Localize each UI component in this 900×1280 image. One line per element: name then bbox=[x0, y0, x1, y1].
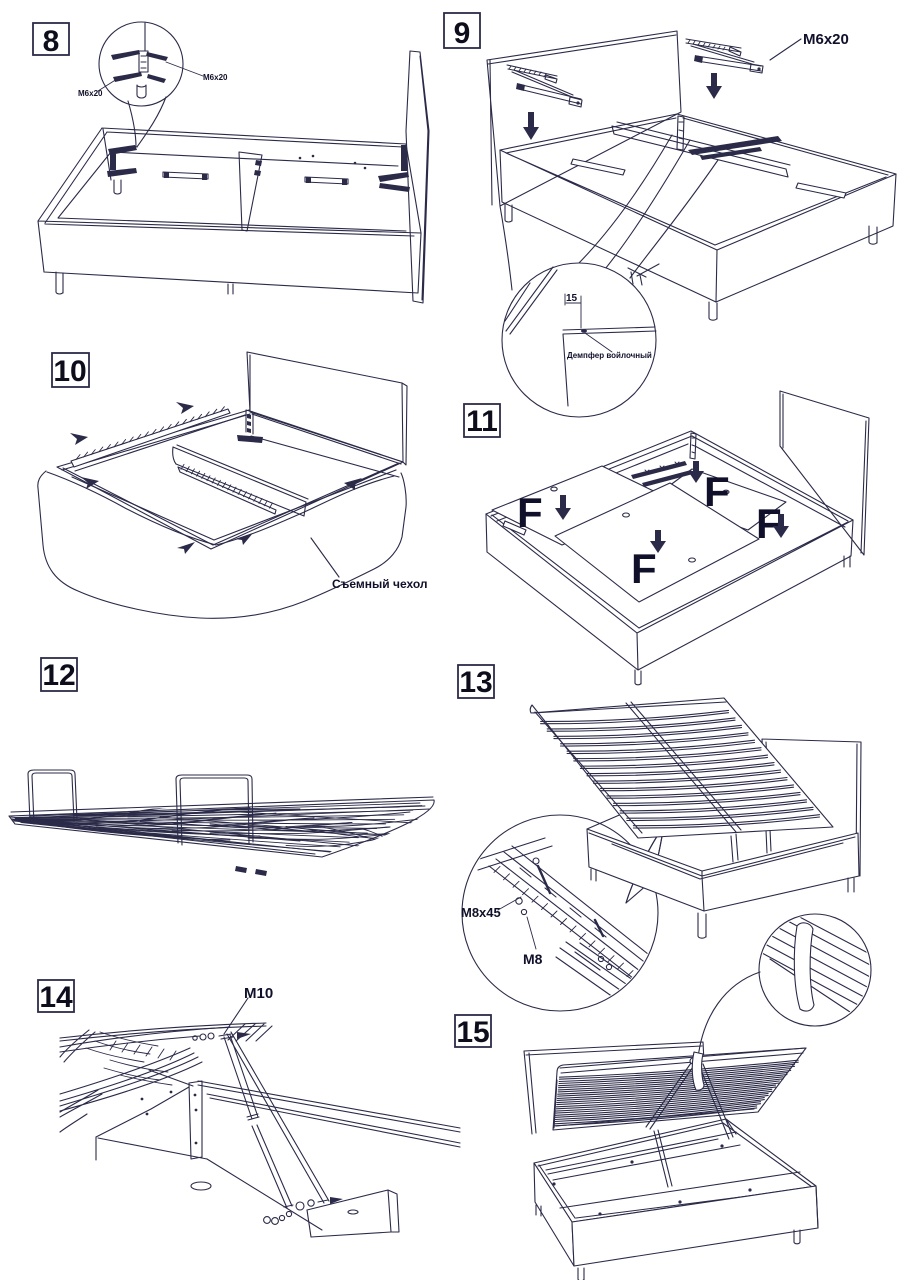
svg-text:Съемный чехол: Съемный чехол bbox=[332, 577, 428, 591]
svg-text:13: 13 bbox=[459, 666, 492, 699]
svg-text:11: 11 bbox=[466, 405, 498, 438]
svg-text:М6х20: М6х20 bbox=[203, 73, 228, 82]
svg-text:14: 14 bbox=[39, 981, 73, 1014]
svg-text:8: 8 bbox=[43, 25, 60, 58]
svg-text:12: 12 bbox=[42, 659, 75, 692]
svg-text:M6x20: M6x20 bbox=[803, 31, 849, 48]
svg-text:15: 15 bbox=[456, 1016, 489, 1049]
svg-text:F: F bbox=[756, 500, 782, 547]
svg-text:М6х20: М6х20 bbox=[78, 89, 103, 98]
svg-text:F: F bbox=[517, 489, 543, 536]
svg-text:F: F bbox=[631, 545, 657, 592]
svg-text:15: 15 bbox=[566, 293, 578, 304]
svg-text:F: F bbox=[704, 468, 730, 515]
svg-text:9: 9 bbox=[454, 17, 471, 50]
svg-text:M10: M10 bbox=[244, 985, 273, 1002]
svg-text:Демпфер войлочный: Демпфер войлочный bbox=[567, 351, 652, 360]
svg-text:M8: M8 bbox=[523, 951, 543, 967]
svg-text:M8x45: M8x45 bbox=[461, 905, 501, 920]
svg-text:10: 10 bbox=[53, 355, 86, 388]
